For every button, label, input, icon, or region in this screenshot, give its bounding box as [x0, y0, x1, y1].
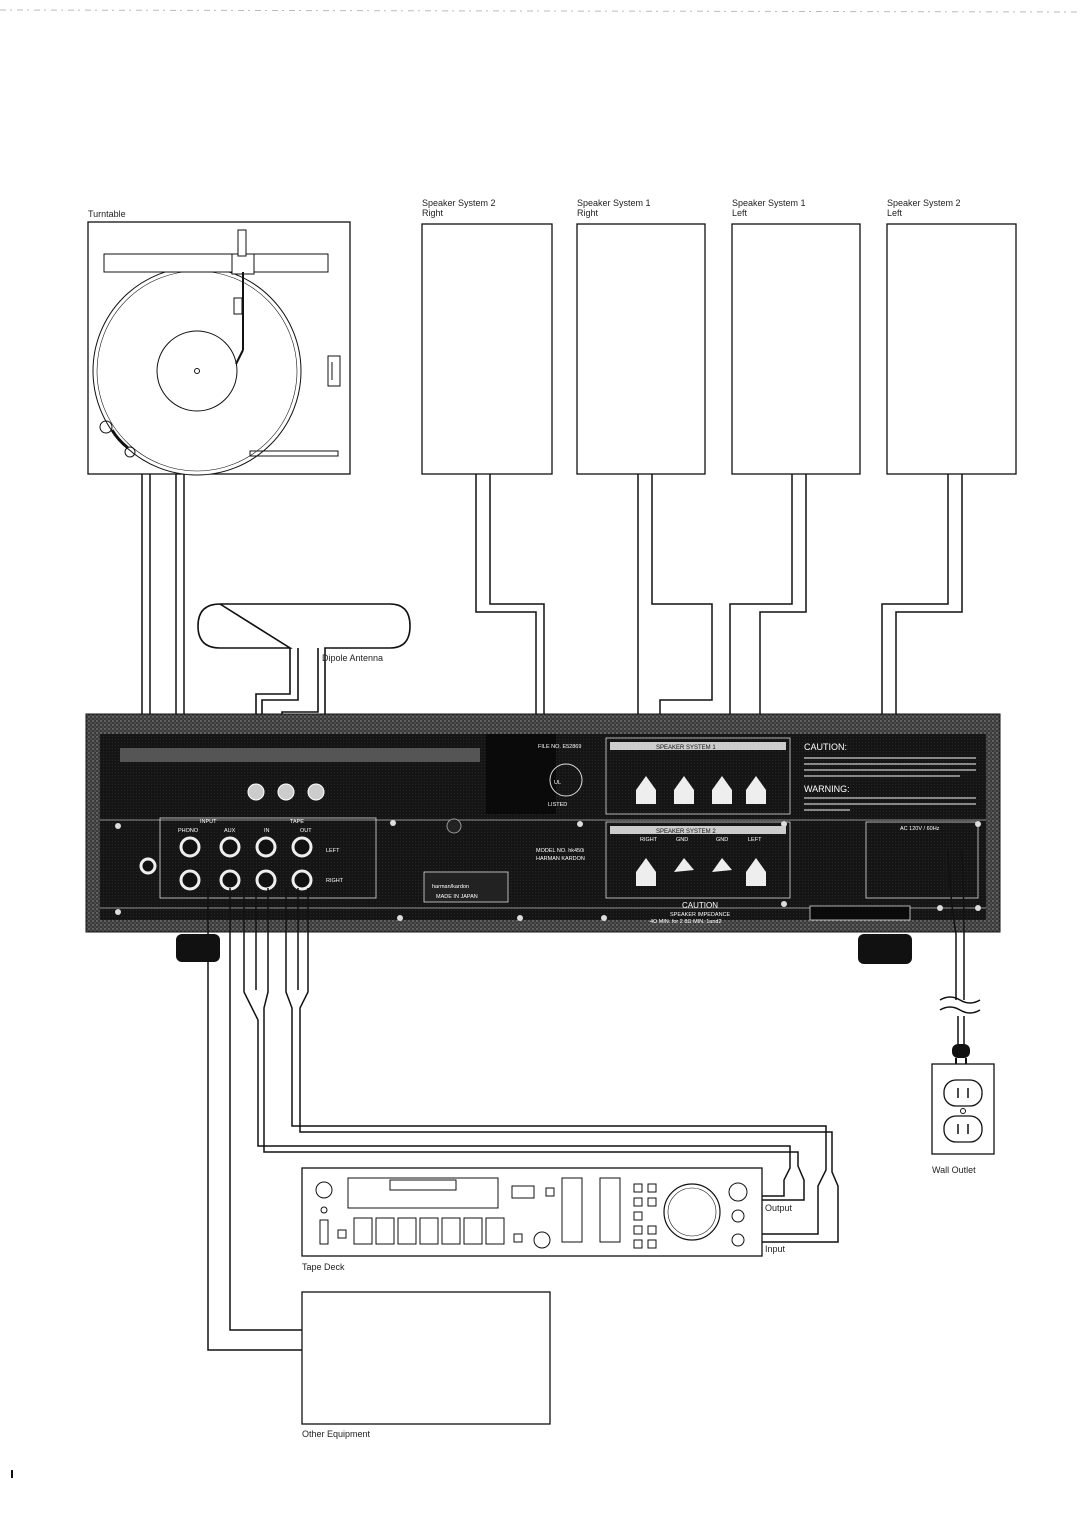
aux-label: AUX — [224, 828, 236, 834]
wall-outlet: Wall Outlet — [931, 1063, 995, 1175]
phono-label: PHONO — [178, 828, 199, 834]
input-label: Input — [765, 1244, 786, 1254]
spk2-left-label-2: Left — [887, 208, 903, 218]
out-label: OUT — [300, 828, 312, 834]
other-equipment: Other Equipment — [301, 1291, 551, 1439]
left-label: LEFT — [326, 848, 340, 854]
wall-outlet-label: Wall Outlet — [932, 1165, 976, 1175]
spk1-left-label-1: Speaker System 1 — [732, 198, 806, 208]
warn-warning: WARNING: — [804, 784, 850, 794]
other-equipment-label: Other Equipment — [302, 1429, 371, 1439]
spk2-right-label-1: Speaker System 2 — [422, 198, 496, 208]
speaker-system-1-left: Speaker System 1 Left — [731, 198, 861, 475]
turntable-label: Turntable — [88, 209, 126, 219]
spk2-left-label-1: Speaker System 2 — [887, 198, 961, 208]
dipole-antenna: Dipole Antenna — [197, 603, 411, 735]
warn-caution: CAUTION: — [804, 742, 847, 752]
spk1-right-label-2: Right — [577, 208, 599, 218]
scan-mark — [11, 1470, 13, 1478]
speaker-system-1-right: Speaker System 1 Right — [576, 198, 706, 475]
antenna-label: Dipole Antenna — [322, 653, 383, 663]
ss1-header: SPEAKER SYSTEM 1 — [656, 745, 716, 751]
ss2-col-gnd-1: GND — [676, 837, 688, 843]
power-cord — [939, 849, 981, 1044]
speaker-system-2-right: Speaker System 2 Right — [421, 198, 553, 475]
svg-text:UL: UL — [554, 780, 561, 786]
spk1-right-label-1: Speaker System 1 — [577, 198, 651, 208]
input-header: INPUT — [200, 819, 217, 825]
ul-listed-label: LISTED — [548, 802, 567, 808]
ss2-header: SPEAKER SYSTEM 2 — [656, 829, 716, 835]
tape-header: TAPE — [290, 819, 304, 825]
ss2-col-left: LEFT — [748, 837, 762, 843]
maker-label: HARMAN KARDON — [536, 856, 585, 862]
tape-cables — [207, 888, 839, 1351]
ac-rating: AC 120V / 60Hz — [900, 826, 940, 832]
caution-line-1: SPEAKER IMPEDANCE — [670, 912, 731, 918]
spk2-right-label-2: Right — [422, 208, 444, 218]
turntable: Turntable — [87, 209, 351, 476]
caution-title: CAUTION — [682, 901, 718, 910]
tape-deck: Tape Deck Output Input — [301, 1167, 793, 1272]
model-label: MODEL NO. hk450i — [536, 848, 584, 854]
made-in-label: MADE IN JAPAN — [436, 894, 478, 900]
output-label: Output — [765, 1203, 793, 1213]
spk1-left-label-2: Left — [732, 208, 748, 218]
ss2-col-right: RIGHT — [640, 837, 658, 843]
scan-edge — [0, 9, 1080, 13]
tape-deck-label: Tape Deck — [302, 1262, 345, 1272]
speaker-system-2-left: Speaker System 2 Left — [886, 198, 1017, 475]
brand-label: harman/kardon — [432, 884, 469, 890]
caution-line-2: 4Ω MIN. for 2 8Ω MIN. 1and2 — [650, 919, 722, 925]
ss2-col-gnd-2: GND — [716, 837, 728, 843]
in-label: IN — [264, 828, 270, 834]
right-label: RIGHT — [326, 878, 344, 884]
ul-file-label: FILE NO. E52869 — [538, 744, 581, 750]
receiver-back-panel: INPUT TAPE PHONO AUX IN OUT LEFT RIGHT h… — [85, 713, 1001, 964]
